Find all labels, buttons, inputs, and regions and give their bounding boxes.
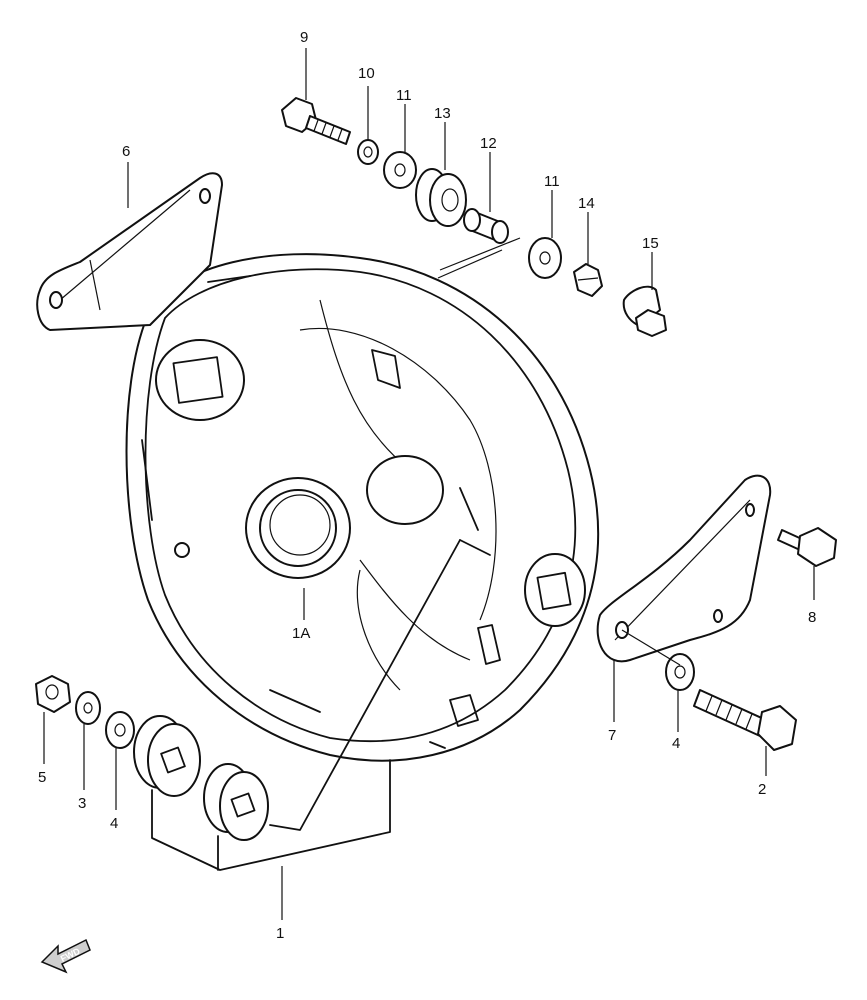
callout-6: 6 [122,143,130,160]
washer-10 [357,139,379,165]
callout-11-second: 11 [544,173,560,190]
callout-15: 15 [642,235,659,252]
washer-4-right [665,653,695,691]
bolt-9 [281,97,351,145]
callout-labels: 9 10 11 13 12 11 14 15 6 8 1A 7 4 2 5 3 … [38,29,816,942]
callout-5: 5 [38,769,46,786]
callout-13: 13 [434,105,451,122]
headlight-housing [125,253,600,762]
callout-14: 14 [578,195,595,212]
washer-11-second [528,237,562,279]
callout-2: 2 [758,781,766,798]
callout-10: 10 [358,65,375,82]
washer-11-top [383,151,417,189]
grommet-left [133,715,201,797]
leader-lines [43,48,815,920]
callout-4-left: 4 [110,815,118,832]
collar-12 [463,208,509,244]
callout-11-top: 11 [396,87,412,104]
grommet-right [203,763,269,841]
bolt-8 [777,527,837,567]
callout-3: 3 [78,795,86,812]
bolt-2 [693,689,797,751]
callout-1a: 1A [292,625,310,642]
bracket-right-7 [596,474,772,663]
callout-1: 1 [276,925,284,942]
callout-8: 8 [808,609,816,626]
callout-7: 7 [608,727,616,744]
bracket-left-6 [36,172,223,331]
callout-9: 9 [300,29,308,46]
cap-nut-14 [573,263,603,297]
fwd-arrow-icon: FWD [40,938,91,974]
grommet-1a [245,477,351,579]
rubber-bushing-13 [415,168,467,227]
washer-4-left [105,711,135,749]
nut-5 [35,675,71,713]
washer-3 [75,691,101,725]
clip-nut-15 [622,285,667,337]
callout-12: 12 [480,135,497,152]
callout-4-right: 4 [672,735,680,752]
